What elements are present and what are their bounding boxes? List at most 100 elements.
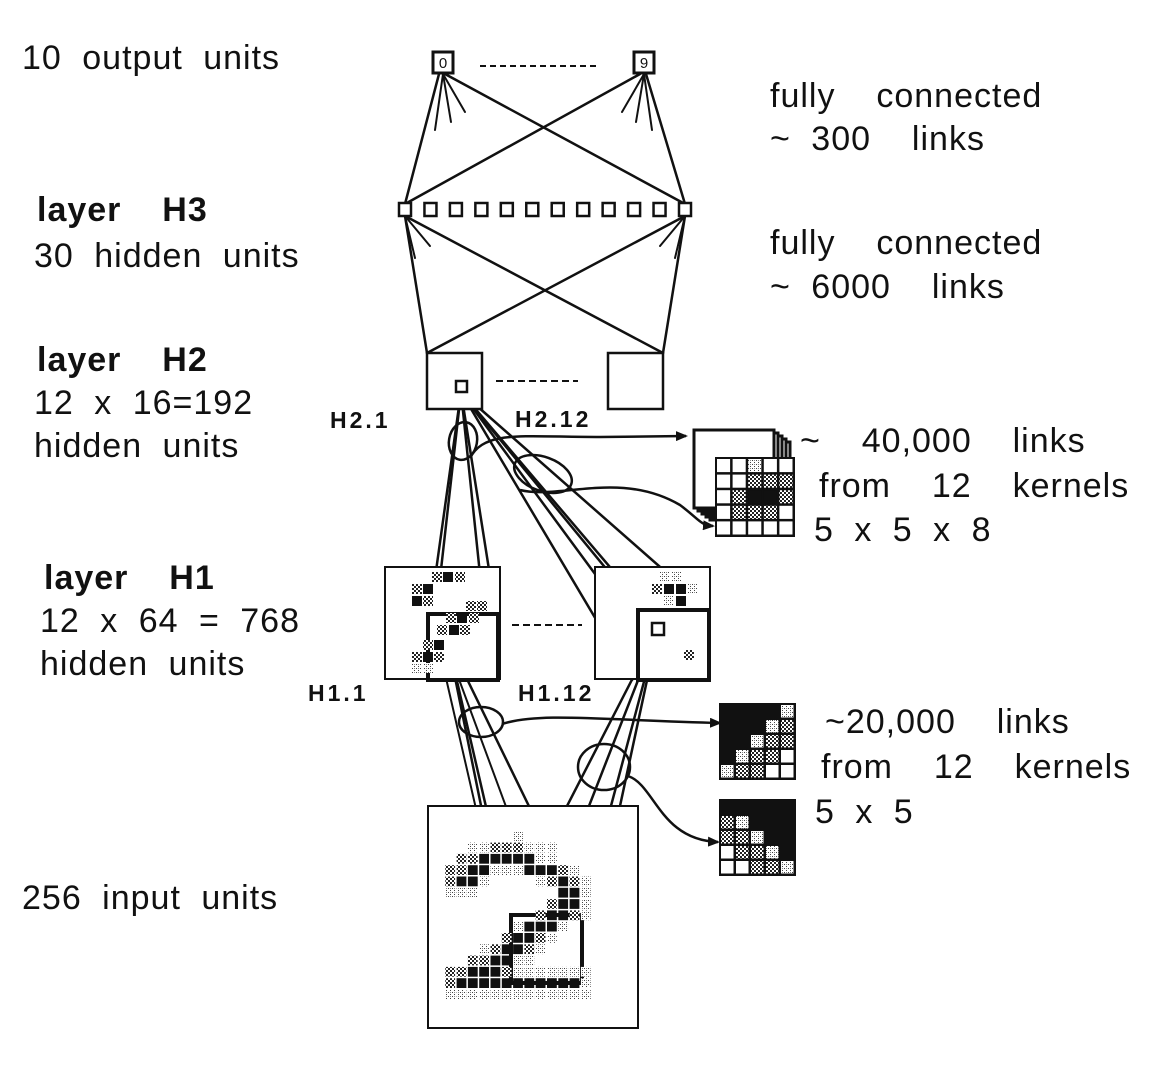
kernel-cell bbox=[717, 474, 731, 488]
h3-unit bbox=[499, 201, 515, 218]
fan-line bbox=[659, 215, 686, 247]
h2-kernel-front bbox=[715, 457, 795, 537]
fan-line bbox=[434, 73, 444, 131]
connection-line bbox=[403, 214, 429, 355]
kernel-cell bbox=[736, 846, 749, 859]
kernel-cell bbox=[766, 735, 779, 748]
feature-pixel bbox=[466, 601, 476, 611]
input-pixel bbox=[580, 887, 591, 898]
input-pixel bbox=[580, 876, 591, 887]
input-pixel bbox=[524, 865, 535, 875]
kernel-cell bbox=[751, 705, 764, 718]
kernel-cell bbox=[779, 474, 793, 488]
input-pixel bbox=[479, 978, 489, 988]
kernel-cell bbox=[748, 505, 762, 519]
kernel-cell bbox=[751, 750, 764, 763]
kernel-cell bbox=[766, 816, 779, 829]
feature-pixel bbox=[412, 584, 422, 594]
kernel-cell bbox=[781, 735, 794, 748]
input-pixel bbox=[558, 899, 569, 909]
input-pixel bbox=[547, 966, 557, 977]
input-pixel bbox=[535, 921, 546, 932]
input-pixel bbox=[513, 978, 523, 988]
feature-pixel bbox=[434, 640, 444, 650]
input-pixel bbox=[501, 966, 512, 977]
input-pixel bbox=[467, 978, 478, 988]
output-unit-first-digit: 0 bbox=[439, 55, 447, 72]
shared-weight-ellipse bbox=[576, 742, 632, 792]
input-pixel bbox=[467, 887, 478, 898]
input-pixel bbox=[569, 910, 580, 921]
input-pixel bbox=[456, 865, 467, 875]
input-pixel bbox=[513, 831, 523, 842]
arrow-to-h2-kernel bbox=[468, 431, 688, 459]
out-h3-connection-type: fully connected bbox=[770, 77, 1043, 115]
input-pixel bbox=[569, 876, 580, 887]
h3-unit bbox=[550, 201, 565, 218]
feature-pixel bbox=[412, 663, 422, 673]
kernel-cell bbox=[751, 765, 764, 778]
arrow-to-h2-kernel bbox=[519, 486, 715, 531]
kernel-cell bbox=[721, 831, 734, 844]
kernel-cell bbox=[721, 765, 734, 778]
feature-pixel bbox=[446, 613, 456, 623]
kernel-cell bbox=[732, 459, 746, 473]
feature-pixel bbox=[664, 596, 674, 606]
h1-in-kernel-count: from 12 kernels bbox=[821, 748, 1132, 786]
input-pixel bbox=[535, 989, 546, 1000]
h3-layer-title: layer H3 bbox=[37, 191, 208, 229]
kernel-cell bbox=[766, 831, 779, 844]
kernel-cell bbox=[721, 861, 734, 874]
h2-h1-kernel-count: from 12 kernels bbox=[819, 467, 1130, 505]
input-pixel bbox=[535, 842, 546, 853]
kernel-cell bbox=[781, 816, 794, 829]
h1-layer-desc: hidden units bbox=[40, 645, 246, 683]
input-pixel bbox=[535, 933, 546, 943]
fan-line bbox=[404, 215, 416, 259]
input-pixel bbox=[524, 921, 535, 932]
input-pixel bbox=[569, 865, 580, 875]
input-pixel bbox=[535, 865, 546, 875]
pixel-grids bbox=[412, 572, 698, 1000]
h3-unit bbox=[677, 201, 693, 218]
feature-pixel bbox=[449, 625, 459, 635]
connection-line bbox=[403, 72, 642, 206]
h1-in-kernel-size: 5 x 5 bbox=[815, 793, 914, 831]
input-pixel bbox=[513, 955, 523, 966]
fan-line bbox=[643, 73, 653, 131]
kernel-cell bbox=[748, 490, 762, 504]
h1-first-map-tag: H1.1 bbox=[308, 680, 369, 706]
input-layer-label: 256 input units bbox=[22, 879, 279, 917]
kernel-cell bbox=[751, 720, 764, 733]
kernel-cell bbox=[721, 735, 734, 748]
kernel-cell bbox=[781, 750, 794, 763]
input-pixel bbox=[558, 865, 569, 875]
fan-line bbox=[404, 215, 431, 247]
kernel-cell bbox=[751, 846, 764, 859]
input-pixel bbox=[524, 842, 535, 853]
h2-last-map-tag: H2.12 bbox=[515, 406, 592, 432]
kernel-cell bbox=[732, 521, 746, 535]
feature-pixel bbox=[423, 596, 433, 606]
feature-pixel bbox=[460, 625, 470, 635]
connection-line bbox=[403, 214, 665, 355]
input-pixel bbox=[524, 853, 535, 864]
input-pixel bbox=[513, 865, 523, 875]
kernel-callouts bbox=[447, 420, 796, 876]
h3-unit bbox=[448, 201, 464, 218]
input-pixel bbox=[490, 865, 501, 875]
input-pixel bbox=[501, 978, 512, 988]
h3-unit bbox=[474, 201, 489, 218]
kernel-cell bbox=[736, 765, 749, 778]
input-pixel bbox=[535, 910, 546, 921]
shared-weight-ellipse bbox=[457, 705, 505, 739]
kernel-cell bbox=[763, 521, 777, 535]
input-pixel bbox=[467, 966, 478, 977]
input-pixel bbox=[490, 853, 501, 864]
input-pixel bbox=[547, 876, 557, 887]
feature-pixel bbox=[457, 613, 467, 623]
fan-line bbox=[442, 73, 452, 123]
h1-map-first bbox=[384, 566, 501, 680]
input-pixel bbox=[547, 989, 557, 1000]
